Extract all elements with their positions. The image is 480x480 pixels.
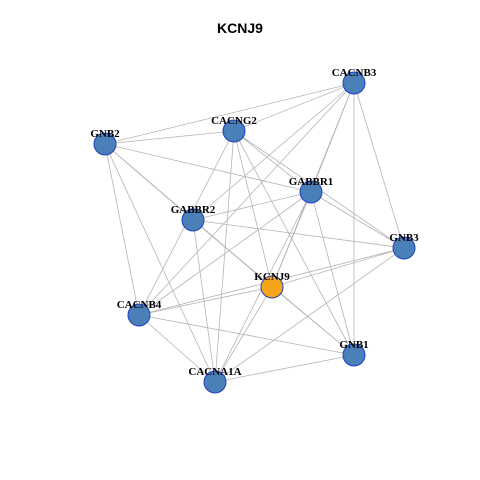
edge-cacnb3-cacng2 bbox=[233, 82, 355, 132]
node-circle-cacnb3[interactable] bbox=[342, 71, 366, 95]
edge-cacnb3-gabbr2 bbox=[192, 82, 355, 221]
node-cacnb4[interactable]: CACNB4 bbox=[117, 299, 162, 327]
edge-gabbr1-gabbr2 bbox=[192, 191, 312, 221]
node-cacnb3[interactable]: CACNB3 bbox=[332, 67, 377, 95]
node-gnb3[interactable]: GNB3 bbox=[389, 232, 419, 260]
node-label-gnb3: GNB3 bbox=[389, 232, 419, 244]
node-circle-gnb2[interactable] bbox=[93, 132, 117, 156]
edge-gnb1-cacna1a bbox=[214, 354, 355, 383]
node-gabbr2[interactable]: GABBR2 bbox=[171, 204, 216, 232]
node-circle-cacng2[interactable] bbox=[222, 119, 246, 143]
node-circle-gabbr1[interactable] bbox=[299, 180, 323, 204]
edge-cacnb3-cacnb4 bbox=[138, 82, 355, 316]
edge-gnb3-kcnj9 bbox=[271, 247, 405, 288]
node-label-cacng2: CACNG2 bbox=[211, 115, 257, 127]
node-circle-gabbr2[interactable] bbox=[181, 208, 205, 232]
edge-gnb2-cacnb4 bbox=[104, 143, 140, 316]
edge-gnb2-gabbr1 bbox=[104, 143, 312, 193]
edge-cacnb4-gnb1 bbox=[138, 314, 355, 356]
edge-cacnb3-gnb3 bbox=[353, 82, 405, 249]
node-layer: CACNB3CACNG2GNB2GABBR1GABBR2GNB3KCNJ9CAC… bbox=[90, 67, 419, 394]
node-circle-gnb1[interactable] bbox=[342, 343, 366, 367]
node-circle-kcnj9[interactable] bbox=[260, 275, 284, 299]
node-label-gabbr1: GABBR1 bbox=[289, 176, 334, 188]
edge-kcnj9-cacnb4 bbox=[138, 286, 273, 316]
edge-cacnb3-gnb2 bbox=[104, 82, 355, 145]
edge-cacng2-gnb2 bbox=[104, 130, 235, 145]
edge-gabbr1-cacnb4 bbox=[138, 191, 312, 316]
edge-cacng2-kcnj9 bbox=[233, 130, 273, 288]
node-gabbr1[interactable]: GABBR1 bbox=[289, 176, 334, 204]
node-gnb1[interactable]: GNB1 bbox=[339, 339, 369, 367]
node-label-cacnb4: CACNB4 bbox=[117, 299, 162, 311]
node-label-gnb1: GNB1 bbox=[339, 339, 368, 351]
node-cacna1a[interactable]: CACNA1A bbox=[188, 366, 242, 394]
node-label-cacnb3: CACNB3 bbox=[332, 67, 377, 79]
node-kcnj9[interactable]: KCNJ9 bbox=[254, 271, 290, 299]
edge-cacng2-gnb1 bbox=[233, 130, 355, 356]
edge-gabbr2-gnb3 bbox=[192, 219, 405, 249]
edge-kcnj9-gnb1 bbox=[271, 286, 355, 356]
edge-gabbr1-kcnj9 bbox=[271, 191, 312, 288]
edge-layer bbox=[104, 82, 405, 383]
edge-gabbr1-gnb3 bbox=[310, 191, 405, 249]
node-circle-cacna1a[interactable] bbox=[203, 370, 227, 394]
node-label-kcnj9: KCNJ9 bbox=[254, 271, 290, 283]
edge-gnb3-cacna1a bbox=[214, 247, 405, 383]
edge-cacng2-cacna1a bbox=[214, 130, 235, 383]
node-circle-gnb3[interactable] bbox=[392, 236, 416, 260]
node-circle-cacnb4[interactable] bbox=[127, 303, 151, 327]
edge-cacng2-gabbr1 bbox=[233, 130, 312, 193]
node-cacng2[interactable]: CACNG2 bbox=[211, 115, 257, 143]
node-label-cacna1a: CACNA1A bbox=[188, 366, 241, 378]
graph-title: KCNJ9 bbox=[217, 20, 263, 36]
node-gnb2[interactable]: GNB2 bbox=[90, 128, 120, 156]
edge-gnb2-cacna1a bbox=[104, 143, 216, 383]
edge-gabbr1-gnb1 bbox=[310, 191, 355, 356]
node-label-gnb2: GNB2 bbox=[90, 128, 120, 140]
edge-cacnb4-cacna1a bbox=[138, 314, 216, 383]
node-label-gabbr2: GABBR2 bbox=[171, 204, 216, 216]
